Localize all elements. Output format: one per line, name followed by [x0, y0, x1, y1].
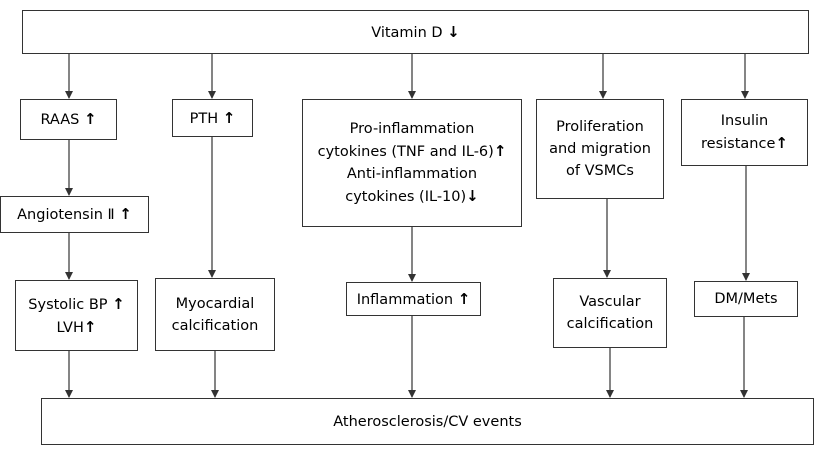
- anti-cytokines-label: cytokines (IL-10): [345, 189, 467, 205]
- systolic-bp-label: Systolic BP: [28, 296, 108, 313]
- vitamin-d-box: Vitamin D ↓: [22, 10, 809, 54]
- increase-arrow-icon: ↑: [222, 108, 236, 127]
- vsmc-box: Proliferation and migration of VSMCs: [536, 99, 664, 199]
- increase-arrow-icon: ↑: [83, 317, 97, 336]
- vsmc-label: Proliferation and migration of VSMCs: [549, 119, 651, 179]
- angiotensin-label: Angiotensin Ⅱ: [17, 207, 115, 223]
- increase-arrow-icon: ↑: [493, 142, 507, 160]
- atherosclerosis-label: Atherosclerosis/CV events: [333, 413, 522, 430]
- angiotensin-box: Angiotensin Ⅱ ↑: [0, 196, 149, 233]
- myocardial-calcification-box: Myocardial calcification: [155, 278, 275, 351]
- increase-arrow-icon: ↑: [457, 289, 471, 308]
- pro-cytokines-label: cytokines (TNF and IL-6): [317, 144, 494, 160]
- vascular-label: Vascular calcification: [566, 294, 654, 332]
- raas-box: RAAS ↑: [20, 99, 117, 140]
- pth-box: PTH ↑: [172, 99, 253, 137]
- inflammation-label: Inflammation: [356, 291, 454, 308]
- dm-mets-label: DM/Mets: [714, 291, 778, 307]
- vascular-calcification-box: Vascular calcification: [553, 278, 667, 348]
- dm-mets-box: DM/Mets: [694, 281, 798, 317]
- increase-arrow-icon: ↑: [775, 134, 788, 152]
- increase-arrow-icon: ↑: [112, 294, 125, 313]
- systolic-bp-lvh-box: Systolic BP ↑ LVH↑: [15, 280, 138, 351]
- myocardial-label: Myocardial calcification: [171, 295, 259, 334]
- pro-inflammation-label: Pro-inflammation: [349, 121, 475, 137]
- lvh-label: LVH: [56, 319, 84, 336]
- anti-inflammation-label: Anti-inflammation: [346, 166, 478, 182]
- increase-arrow-icon: ↑: [119, 205, 132, 223]
- resistance-label: resistance: [701, 136, 776, 152]
- cytokines-box: Pro-inflammation cytokines (TNF and IL-6…: [302, 99, 522, 227]
- vitamin-d-label: Vitamin D: [371, 24, 443, 41]
- increase-arrow-icon: ↑: [83, 110, 97, 128]
- decrease-arrow-icon: ↓: [466, 187, 479, 205]
- insulin-label: Insulin: [720, 113, 769, 129]
- insulin-resistance-box: Insulin resistance↑: [681, 99, 808, 166]
- inflammation-box: Inflammation ↑: [346, 282, 481, 316]
- atherosclerosis-box: Atherosclerosis/CV events: [41, 398, 814, 445]
- pth-label: PTH: [189, 110, 219, 127]
- decrease-arrow-icon: ↓: [447, 22, 460, 41]
- raas-label: RAAS: [40, 112, 80, 128]
